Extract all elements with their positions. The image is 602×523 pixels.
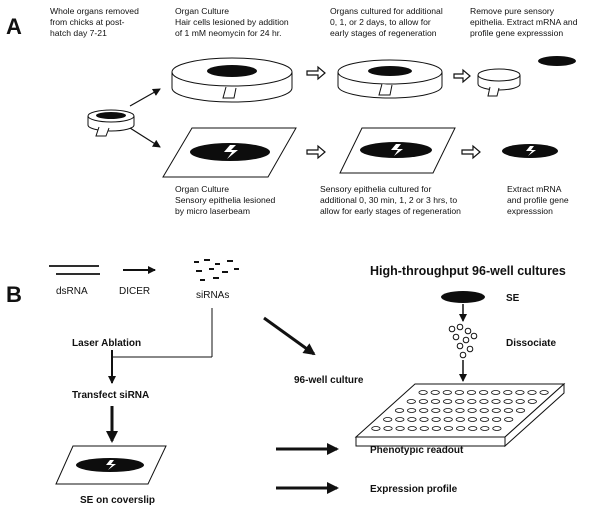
plate-well (455, 417, 465, 422)
plate-well (371, 426, 381, 431)
caption-whole-organs: Whole organs removed from chicks at post… (50, 6, 141, 38)
open-arrow-1 (306, 65, 326, 81)
plate-well (468, 426, 478, 431)
plate-well (443, 417, 453, 422)
plate-well (515, 408, 526, 413)
open-arrow-3 (306, 144, 326, 160)
plate-well (418, 390, 428, 395)
plate-well (478, 390, 489, 395)
plate-well (431, 417, 441, 422)
plate-well (504, 417, 514, 422)
plate-well (491, 408, 501, 413)
caption-organ-culture-top: Organ Culture Hair cells lesioned by add… (175, 6, 291, 38)
plate-well (491, 390, 501, 395)
plate-well (443, 426, 454, 431)
coverslip-regeneration (339, 127, 456, 174)
phenotypic-readout-label: Phenotypic readout (370, 445, 464, 456)
dicer-label: DICER (119, 286, 150, 297)
sirnas-label: siRNAs (196, 290, 229, 301)
96-well-culture-label: 96-well culture (294, 375, 364, 386)
plate-well (479, 417, 490, 422)
plate-well (430, 399, 441, 404)
transfect-sirna-label: Transfect siRNA (72, 390, 149, 401)
laser-ablation-label: Laser Ablation (72, 338, 141, 349)
plate-well (442, 399, 453, 404)
panel-b-label: B (6, 282, 22, 307)
plate-well (479, 399, 489, 404)
se-coverslip-label: SE on coverslip (80, 495, 155, 506)
plate-well (515, 390, 525, 395)
plate-well (527, 390, 537, 395)
plate-well (419, 417, 429, 422)
plate-well (503, 390, 513, 395)
dissociated-cells (448, 323, 478, 359)
plate-well (492, 426, 502, 431)
open-arrow-2 (453, 68, 471, 84)
small-dish-removed (477, 68, 521, 97)
panel-a-label: A (6, 14, 22, 39)
plate-well (539, 390, 549, 395)
se-coverslip (55, 445, 167, 485)
caption-sensory-cultured: Sensory epithelia cultured for additiona… (320, 184, 461, 216)
plate-well (406, 399, 416, 404)
plate-well (455, 408, 465, 413)
sirna-fragments (194, 259, 239, 281)
caption-cultured-additional: Organs cultured for additional 0, 1, or … (330, 6, 445, 38)
plate-well (431, 408, 441, 413)
plate-well (431, 426, 441, 431)
plate-well (443, 408, 453, 413)
plate-well (395, 417, 405, 422)
plate-well (467, 399, 477, 404)
se-label: SE (506, 293, 520, 304)
plate-well (419, 408, 429, 413)
plate-well (455, 399, 465, 404)
plate-well (406, 408, 417, 413)
plate-well (418, 399, 428, 404)
dissociate-label: Dissociate (506, 338, 556, 349)
caption-extract-mrna: Extract mRNA and profile gene expresssio… (507, 184, 571, 216)
plate-wells (371, 390, 549, 431)
plate-well (515, 399, 525, 404)
plate-well (394, 408, 405, 413)
to-96-well-arrow (263, 316, 316, 356)
plate-well (430, 390, 440, 395)
plate-well (479, 408, 489, 413)
plate-well (466, 390, 477, 395)
plate-well (454, 390, 464, 395)
culture-dish-neomycin (171, 57, 293, 103)
open-arrow-4 (461, 144, 481, 160)
coverslip-laser-lesion (162, 127, 297, 178)
plate-well (407, 417, 417, 422)
plate-well (527, 399, 537, 404)
culture-dish-regeneration (337, 59, 443, 99)
plate-well (419, 426, 429, 431)
caption-organ-culture-bottom: Organ Culture Sensory epithelia lesioned… (175, 184, 278, 216)
high-throughput-title: High-throughput 96-well cultures (370, 264, 566, 278)
plate-well (491, 417, 502, 422)
caption-remove-pure: Remove pure sensory epithelia. Extract m… (470, 6, 580, 38)
plate-well (407, 426, 417, 431)
arrow-up-branch (129, 88, 161, 107)
plate-well (442, 390, 452, 395)
se-ellipse (441, 291, 485, 303)
plate-well (395, 426, 405, 431)
96-well-plate (354, 382, 566, 448)
plate-well (383, 426, 393, 431)
dsrna-label: dsRNA (56, 286, 88, 297)
small-organ-disc (87, 109, 135, 137)
plate-well (455, 426, 466, 431)
plate-well (503, 408, 513, 413)
plate-well (467, 408, 477, 413)
plate-well (480, 426, 490, 431)
expression-profile-label: Expression profile (370, 484, 458, 495)
plate-well (383, 417, 393, 422)
plate-well (491, 399, 501, 404)
extracted-epithelium (502, 144, 558, 158)
plate-well (467, 417, 477, 422)
pure-sensory-epithelium (538, 56, 576, 66)
plate-well (503, 399, 513, 404)
arrow-down-branch (129, 127, 161, 148)
